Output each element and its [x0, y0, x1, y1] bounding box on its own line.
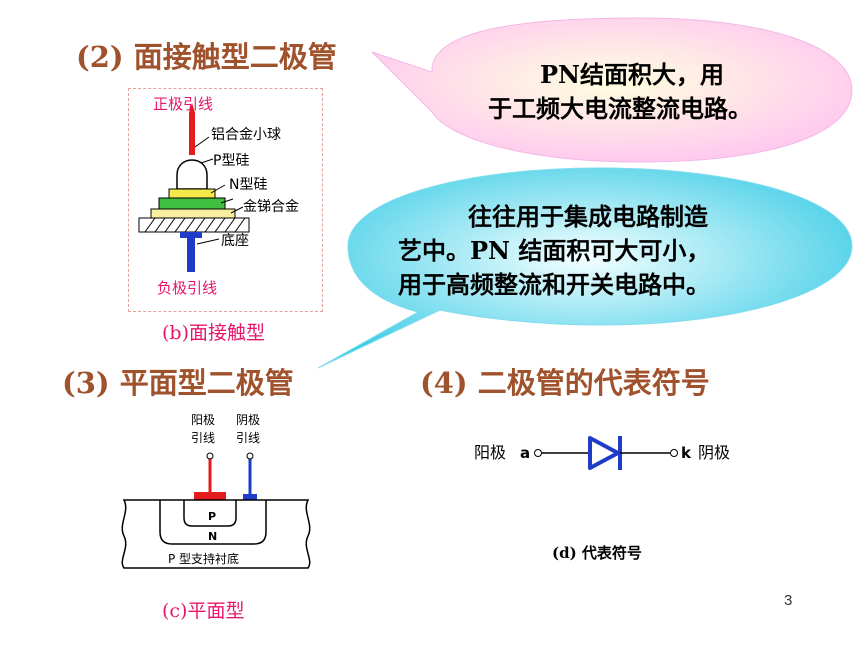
- cyan-bubble: [317, 167, 853, 369]
- al-ball: [176, 159, 208, 190]
- planar-p-region: [183, 500, 237, 527]
- symbol-a-label: a: [520, 444, 530, 462]
- positive-lead-wire: [189, 113, 195, 155]
- label-base: 底座: [221, 233, 249, 249]
- planar-n-region: [159, 500, 267, 545]
- junction-diagram: 正极引线 铝合金小球 P型硅 N型硅 金锑合金 底座 负极引线: [138, 95, 299, 297]
- negative-lead-wire: [187, 238, 195, 272]
- planar-cathode-terminal: [246, 452, 254, 460]
- pink-bubble-line2: 于工频大电流整流电路。: [488, 94, 752, 123]
- caption-junction: (b)面接触型: [162, 322, 265, 344]
- pink-bubble-text: PN结面积大，用 于工频大电流整流电路。: [470, 58, 800, 126]
- au-sb-alloy: [150, 208, 236, 219]
- planar-p-label: P: [208, 510, 216, 523]
- planar-anode-terminal: [206, 452, 214, 460]
- symbol-anode-label: 阳极: [474, 443, 506, 462]
- cyan-bubble-line2: 艺中。PN 结面积可大可小，: [398, 236, 711, 265]
- planar-n-label: N: [208, 530, 217, 543]
- heading-diode-symbol: (4) 二极管的代表符号: [420, 366, 710, 400]
- planar-anode-label-2: 引线: [191, 431, 215, 445]
- planar-substrate-label: P 型支持衬底: [168, 551, 239, 566]
- planar-substrate: [121, 499, 311, 569]
- positive-lead-tip: [189, 103, 195, 113]
- heading-planar-diode: (3) 平面型二极管: [62, 366, 294, 400]
- negative-lead-head: [180, 232, 202, 238]
- label-negative-lead: 负极引线: [157, 279, 217, 297]
- planar-cathode-contact: [243, 494, 257, 501]
- caption-symbol: (d) 代表符号: [552, 544, 642, 562]
- p-silicon: [168, 188, 216, 199]
- planar-diagram: 阳极 引线 阴极 引线 P N P 型支持衬底: [121, 413, 311, 569]
- planar-anode-contact: [194, 492, 226, 500]
- label-p-silicon: P型硅: [213, 153, 249, 169]
- pink-bubble: [371, 17, 853, 163]
- symbol-cathode-terminal: [670, 449, 678, 457]
- label-au-sb: 金锑合金: [243, 199, 299, 215]
- planar-cathode-label-1: 阴极: [236, 413, 260, 427]
- diode-triangle: [588, 436, 620, 470]
- symbol-k-label: k: [681, 444, 692, 462]
- caption-planar: (c)平面型: [162, 600, 245, 622]
- cyan-bubble-line1: 往往用于集成电路制造: [468, 202, 708, 231]
- n-silicon: [158, 197, 226, 210]
- symbol-anode-terminal: [534, 449, 542, 457]
- pink-bubble-line1: PN结面积大，用: [540, 60, 724, 89]
- cyan-bubble-text: 往往用于集成电路制造 艺中。PN 结面积可大可小， 用于高频整流和开关电路中。: [398, 200, 818, 302]
- heading-junction-diode: (2) 面接触型二极管: [76, 40, 337, 74]
- page-number: 3: [784, 592, 793, 609]
- symbol-cathode-label: 阴极: [698, 443, 730, 462]
- label-positive-lead: 正极引线: [153, 95, 213, 113]
- diode-symbol-diagram: 阳极 a k 阴极: [474, 436, 730, 470]
- label-al-ball: 铝合金小球: [211, 127, 281, 143]
- planar-cathode-label-2: 引线: [236, 431, 260, 445]
- label-n-silicon: N型硅: [229, 177, 267, 193]
- junction-diagram-frame: 正极引线 铝合金小球 P型硅 N型硅 金锑合金 底座 负极引线: [128, 88, 323, 312]
- cyan-bubble-line3: 用于高频整流和开关电路中。: [398, 270, 710, 299]
- planar-anode-label-1: 阳极: [191, 413, 215, 427]
